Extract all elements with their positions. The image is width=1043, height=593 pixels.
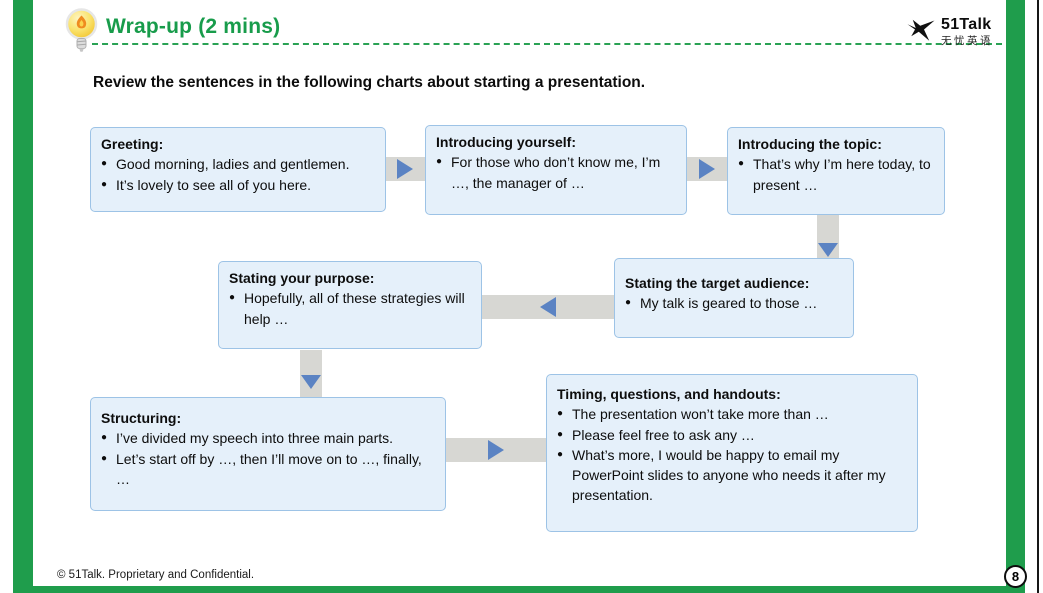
list-item: ●Good morning, ladies and gentlemen. [101, 154, 375, 174]
right-green-bar [1006, 0, 1025, 593]
bullet-icon: ● [738, 158, 745, 170]
51talk-logo: 51Talk 无忧英语 [906, 16, 993, 47]
list-item: ●What’s more, I would be happy to email … [557, 445, 907, 506]
lightbulb-icon [63, 7, 100, 59]
list-item: ●Please feel free to ask any … [557, 425, 907, 445]
box-title: Stating your purpose: [229, 270, 375, 286]
flow-box-structuring: Structuring: ●I’ve divided my speech int… [90, 397, 446, 511]
bottom-green-bar [13, 586, 1025, 593]
left-green-bar [13, 0, 33, 593]
bullet-icon: ● [229, 292, 236, 304]
arrow-right-icon [397, 159, 413, 179]
list-item: ●It’s lovely to see all of you here. [101, 175, 375, 195]
box-title: Structuring: [101, 410, 182, 426]
list-item: ●That’s why I’m here today, to present … [738, 154, 934, 195]
list-item: ●My talk is geared to those … [625, 293, 843, 313]
box-title: Timing, questions, and handouts: [557, 386, 781, 402]
connector-topic-to-audience [817, 215, 839, 259]
box-title: Introducing the topic: [738, 136, 882, 152]
connector-yourself-to-topic [687, 157, 727, 181]
arrow-down-icon [301, 375, 321, 389]
swallow-logo-icon [907, 19, 935, 41]
bullet-icon: ● [557, 428, 564, 440]
list-item: ●The presentation won’t take more than … [557, 404, 907, 424]
logo-tagline: 无忧英语 [941, 34, 993, 47]
bullet-icon: ● [101, 158, 108, 170]
bullet-icon: ● [101, 452, 108, 464]
copyright-text: © 51Talk. Proprietary and Confidential. [57, 569, 255, 581]
logo-name: 51Talk [941, 16, 992, 33]
bullet-icon: ● [101, 178, 108, 190]
connector-audience-to-purpose [482, 295, 614, 319]
list-item: ●Hopefully, all of these strategies will… [229, 288, 471, 329]
list-item: ●For those who don’t know me, I’m …, the… [436, 152, 676, 193]
flow-box-target-audience: Stating the target audience: ●My talk is… [614, 258, 854, 338]
window-edge-line [1037, 0, 1039, 593]
box-title: Greeting: [101, 136, 164, 152]
page-title: Wrap-up (2 mins) [106, 15, 281, 38]
bullet-icon: ● [625, 297, 632, 309]
bullet-icon: ● [557, 448, 564, 460]
arrow-down-icon [818, 243, 838, 257]
list-item: ●I’ve divided my speech into three main … [101, 428, 435, 448]
flow-box-timing-questions-handouts: Timing, questions, and handouts: ●The pr… [546, 374, 918, 532]
arrow-left-icon [540, 297, 556, 317]
connector-purpose-to-structuring [300, 350, 322, 397]
flow-box-stating-purpose: Stating your purpose: ●Hopefully, all of… [218, 261, 482, 349]
flow-box-introducing-yourself: Introducing yourself: ●For those who don… [425, 125, 687, 215]
connector-structuring-to-timing [446, 438, 546, 462]
flow-box-greeting: Greeting: ●Good morning, ladies and gent… [90, 127, 386, 212]
arrow-right-icon [699, 159, 715, 179]
connector-greeting-to-yourself [385, 157, 425, 181]
flow-box-introducing-topic: Introducing the topic: ●That’s why I’m h… [727, 127, 945, 215]
box-title: Stating the target audience: [625, 275, 810, 291]
arrow-right-icon [488, 440, 504, 460]
page-number-badge: 8 [1004, 565, 1027, 588]
bullet-icon: ● [557, 408, 564, 420]
header-dashed-divider [92, 43, 1002, 45]
bullet-icon: ● [436, 156, 443, 168]
list-item: ●Let’s start off by …, then I’ll move on… [101, 449, 435, 490]
instruction-text: Review the sentences in the following ch… [93, 74, 646, 91]
bullet-icon: ● [101, 432, 108, 444]
box-title: Introducing yourself: [436, 134, 576, 150]
